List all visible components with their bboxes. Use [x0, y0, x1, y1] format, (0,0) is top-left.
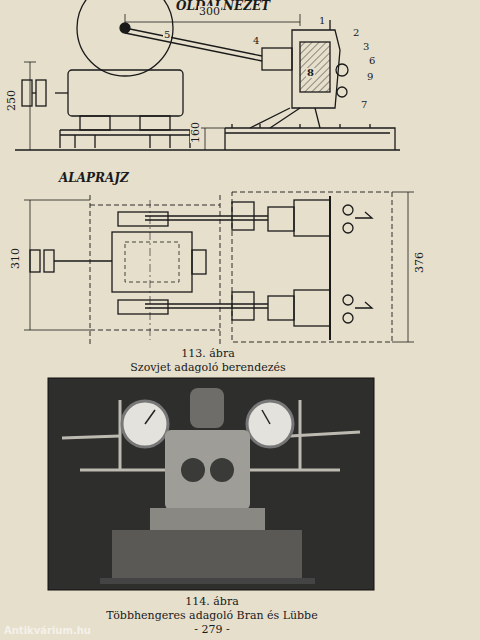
figure-number: 113. ábra [181, 348, 234, 359]
callout-number: 3 [362, 42, 370, 52]
callout-number: 9 [366, 72, 374, 82]
callout-number: 1 [318, 16, 326, 26]
figure-caption: Többhengeres adagoló Bran és Lübbe [106, 610, 317, 621]
dimension: 376 [414, 252, 425, 273]
callout-number: 5 [163, 30, 171, 40]
dimension: 250 [6, 90, 17, 111]
page-number: - 279 - [194, 624, 229, 635]
callout-number: 4 [252, 36, 260, 46]
callout-number: 7 [360, 100, 368, 110]
view-title: OLDALNÉZET [175, 0, 271, 12]
callout-number: 6 [368, 56, 376, 66]
dimension: 300 [198, 6, 221, 17]
watermark: Antikvárium.hu [4, 626, 91, 636]
view-title: ALAPRAJZ [58, 172, 130, 184]
figure-number: 114. ábra [185, 596, 238, 607]
callout-number: 8 [306, 68, 315, 78]
dimension: 310 [10, 248, 21, 269]
figure-caption: Szovjet adagoló berendezés [130, 362, 285, 373]
callout-number: 2 [352, 28, 360, 38]
dimension: 160 [190, 122, 201, 143]
